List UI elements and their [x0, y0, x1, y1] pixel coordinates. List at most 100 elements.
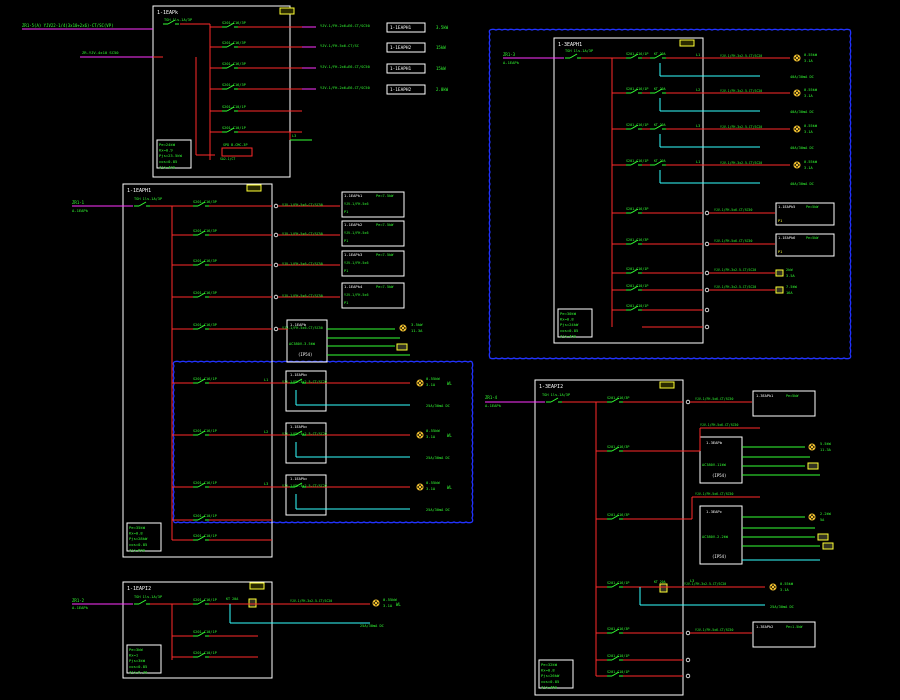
- panel-1eapk-target-box: [386, 63, 426, 74]
- panel-3eapi2-bottom-box: [752, 621, 816, 648]
- panel-3eapi2-breaker-blade: [611, 671, 620, 677]
- panel-1eaph1-sub-value: Pe=7.5kW: [376, 194, 394, 198]
- panel-1eaph1-breaker-blade: [197, 260, 206, 266]
- panel-3eaph1-sub-box: [775, 233, 835, 257]
- panel-3eapi2-params-box: [538, 659, 574, 689]
- panel-1eaph1-lamp-breaker-blade: [294, 482, 303, 488]
- panel-3eapi2-incoming: ZR1-4: [485, 395, 498, 400]
- panel-3eapi2-lamp-relay: KT 20A: [654, 580, 666, 584]
- panel-3eapi2-device2-spec: AC380V-2.2kW: [702, 535, 729, 539]
- panel-3eapi2-device1-box: [699, 436, 743, 484]
- panel-3eaph1-breaker-label: S201-C16/1P: [626, 267, 648, 271]
- panel-3eapi2-breaker-label: S201-C10/1P: [607, 670, 629, 674]
- panel-1eaph1-breaker-label: S201-C16/3P: [193, 229, 217, 233]
- panel-3eapi2-top-value: Pe=5kW: [786, 394, 799, 398]
- panel-1eaph1-circuit: YJV-1/FH-3x2.5-CT/SC20: [282, 432, 327, 436]
- panel-1eaph1-circuit: YJV-1/FH-5x6-CT/SC50: [282, 203, 323, 207]
- panel-3eapi2-breaker-blade: [611, 514, 620, 520]
- panel-3eapi2-breaker-label: S201-C10/1P: [607, 654, 629, 658]
- panel-3eapi2-main-breaker-blade: [550, 397, 559, 403]
- panel-3eaph1-lamp-tag: L1: [696, 160, 700, 164]
- panel-3eapi2-top-circuit: YJV-1/FH-5x6-CT/SC50: [695, 397, 733, 401]
- panel-1eapk-target-box: [386, 22, 426, 33]
- panel-3eaph1-sub-tag: P1: [778, 250, 782, 254]
- panel-1eaph1-lamp-icon-x2: [417, 380, 423, 386]
- panel-3eapi2-lamp-current: 3.1A: [780, 588, 789, 592]
- panel-3eaph1-breaker-label: S201-C16/1P: [626, 52, 648, 56]
- panel-1eaph1-param: Ijs=50A: [129, 547, 146, 552]
- panel-1eaph1-lamp-icon: [416, 379, 424, 387]
- panel-1eaph1-sub-value: Pe=7.5kW: [376, 253, 394, 257]
- panel-3eapi2-breaker-blade: [611, 655, 620, 661]
- panel-1eapi2-param: Pe=3kW: [129, 647, 143, 652]
- panel-3eaph1-title: 1-3EAPH1: [558, 42, 582, 48]
- panel-3eaph1-lamp-x2: [794, 55, 800, 61]
- panel-3eaph1-breaker-label: S201-C16/3P: [626, 207, 648, 211]
- panel-3eaph1-sub-circuit: YJV-1/FH-5x6-CT/SC50: [714, 208, 752, 212]
- panel-3eapi2-breaker-label: S201-C16/3P: [607, 513, 629, 517]
- panel-3eaph1-lamp: [793, 161, 801, 169]
- panel-3eaph1-extra-terminal: [704, 270, 710, 276]
- panel-1eapi2-title: 1-1EAPI2: [127, 586, 151, 592]
- panel-1eaph1-device-current: 11.3A: [411, 328, 423, 333]
- panel-1eaph1-lamp-current: 3.1A: [426, 486, 436, 491]
- panel-1eapi2-main-breaker-blade: [138, 599, 147, 605]
- panel-3eapi2-dev2-fuse2: [822, 542, 834, 550]
- panel-1eaph1-sub-title: 1-1EAPk3: [344, 252, 362, 257]
- panel-1eaph1-sub-tag: P1: [344, 239, 348, 243]
- panel-3eaph1-extra-fuse: [775, 269, 784, 277]
- panel-3eaph1-circuit: YJV-1/FH-3x2.5-CT/SC20: [720, 161, 762, 165]
- panel-3eaph1-breaker-blade: [630, 124, 639, 130]
- panel-3eaph1-lamp-relay: KT 20A: [654, 87, 666, 91]
- panel-3eaph1-lamp-dc: 40A/30mA DC: [790, 182, 814, 186]
- panel-1eaph1-main: TGH 1ls-1A/3P: [134, 197, 162, 201]
- panel-1eapk-incoming: ZR1-5(A) YJV22-1/4(3x10+2x6)-CT/SC(VP): [22, 23, 114, 28]
- panel-3eaph1-lamp-x2: [794, 162, 800, 168]
- panel-1eaph1-params-box: [126, 522, 162, 552]
- panel-3eaph1-sub-title: 1-1EAPk6: [778, 236, 795, 240]
- panel-1eapi2-lamp-code: WL: [396, 602, 401, 607]
- panel-1eaph1-sub-tag: P1: [344, 269, 348, 273]
- panel-1eapi2-frame: [122, 581, 273, 679]
- panel-3eaph1-lamp-relay: KT 20A: [654, 123, 666, 127]
- panel-3eaph1-breaker-label: S201-C16/1P: [626, 123, 648, 127]
- panel-3eaph1-lamp-tag: L2: [696, 88, 700, 92]
- panel-1eapi2-lamp-x2: [373, 600, 379, 606]
- circuit-lines: [22, 19, 820, 679]
- panel-1eaph1-lamp-icon: [416, 483, 424, 491]
- panel-1eapk-circuit: YJV-1/FH-2x6+E6-CT/SC50: [320, 86, 370, 90]
- panel-3eaph1-tag: [679, 39, 695, 47]
- panel-3eaph1-circuit: YJV-1/FH-3x2.5-CT/SC20: [720, 54, 762, 58]
- panel-3eapi2-dev1-circuit: YJV-1/FH-5x6-CT/SC50: [700, 423, 738, 427]
- panel-3eaph1-breaker-blade: [630, 160, 639, 166]
- panel-3eaph1-lamp-dc: 40A/30mA DC: [790, 75, 814, 79]
- panel-3eaph1-lamp-tag: L3: [696, 124, 700, 128]
- panel-3eaph1-spare-terminal: [704, 307, 710, 313]
- panel-1eaph1-lamp-title: 1-1EAPkc: [290, 373, 307, 377]
- panel-1eapk-params-box: [156, 139, 192, 169]
- panel-3eaph1-breaker-label: S201-C10/1P: [626, 304, 648, 308]
- panel-1eaph1-sub-box: [341, 282, 405, 309]
- panel-1eaph1-sub-title: 1-1EAPk1: [344, 193, 363, 198]
- panel-3eaph1-breaker-blade: [630, 305, 639, 311]
- panel-3eaph1-breaker-blade: [630, 88, 639, 94]
- panel-3eapi2-dev1-fuse: [807, 462, 819, 470]
- panel-1eaph1-sub-line: YJV-1/FH-5x6: [344, 231, 369, 235]
- panel-1eaph1-lamp-tag: L3: [264, 482, 268, 486]
- panel-3eaph1-breaker-blade: [630, 239, 639, 245]
- panel-1eapi2-breaker-blade: [197, 599, 206, 605]
- panel-1eaph1-lamp-load: 0.55kW: [426, 376, 440, 381]
- panel-3eaph1-param: Pjs=24kW: [560, 322, 579, 327]
- panel-1eapi2-dc: 25A/30mA DC: [360, 624, 384, 628]
- panel-1eapk-frame: [152, 5, 291, 178]
- panel-1eapk-title: 1-1EAPk: [157, 10, 178, 16]
- panel-3eaph1-main: TGH 1ls-1A/3P: [565, 49, 593, 53]
- panel-1eapk-main: TGH 1ls-1A/3P: [164, 18, 192, 22]
- panel-1eapi2-incoming-sub: A-1EAPk: [72, 605, 89, 610]
- panel-1eapk-breaker-blade: [226, 127, 235, 133]
- panel-1eaph1-breaker-label: S201-C10/1P: [193, 514, 217, 518]
- panel-1eaph1-lamp-dc: 25A/30mA DC: [426, 508, 450, 512]
- panel-3eapi2-device1-ip: (IP54): [712, 473, 726, 478]
- panel-3eaph1-extra-current: 3.5A: [786, 274, 795, 278]
